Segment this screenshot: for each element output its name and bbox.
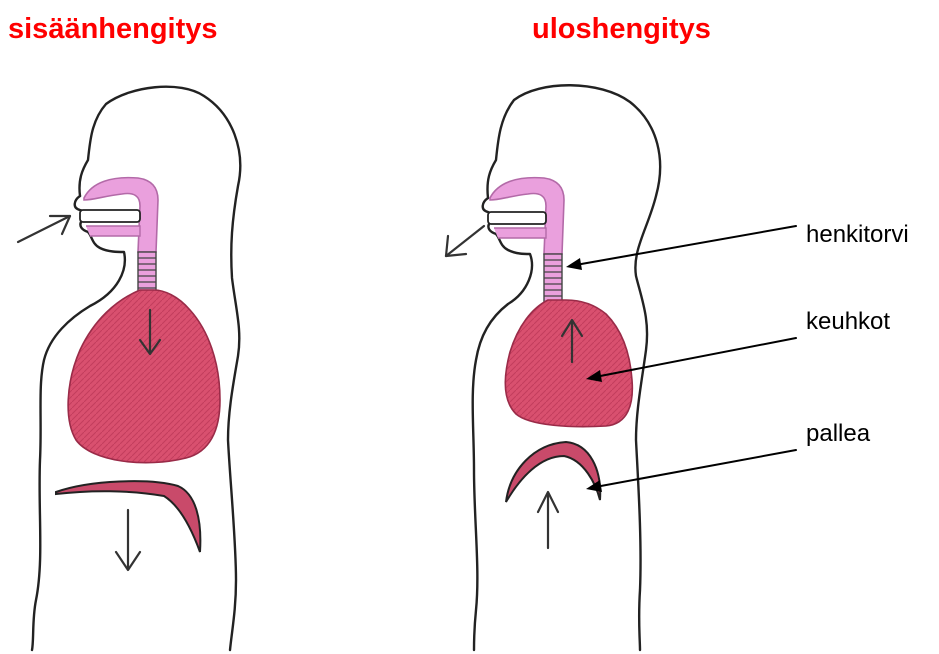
air-in-arrow	[18, 216, 70, 242]
mouth-gap-exhale	[488, 212, 546, 224]
diaphragm-down-arrow	[116, 510, 140, 570]
lower-jaw-inhale	[86, 226, 140, 236]
mouth-gap-inhale	[80, 210, 140, 222]
lungs-inhale	[68, 290, 220, 463]
inhalation-figure	[18, 87, 240, 650]
diaphragm-label: pallea	[806, 420, 870, 448]
front-outline-exhale	[473, 198, 532, 650]
pointer-diaphragm	[586, 450, 796, 492]
exhalation-figure	[446, 85, 796, 650]
lungs-exhale	[505, 300, 632, 427]
trachea-exhale	[544, 254, 562, 302]
lower-jaw-exhale	[494, 228, 546, 238]
diaphragm-up-arrow	[538, 492, 558, 548]
diaphragm-exhale	[506, 442, 600, 502]
lungs-label: keuhkot	[806, 308, 890, 336]
trachea-label: henkitorvi	[806, 221, 909, 249]
pointer-trachea	[566, 226, 796, 270]
trachea-inhale	[138, 252, 156, 292]
air-out-arrow	[446, 226, 484, 256]
